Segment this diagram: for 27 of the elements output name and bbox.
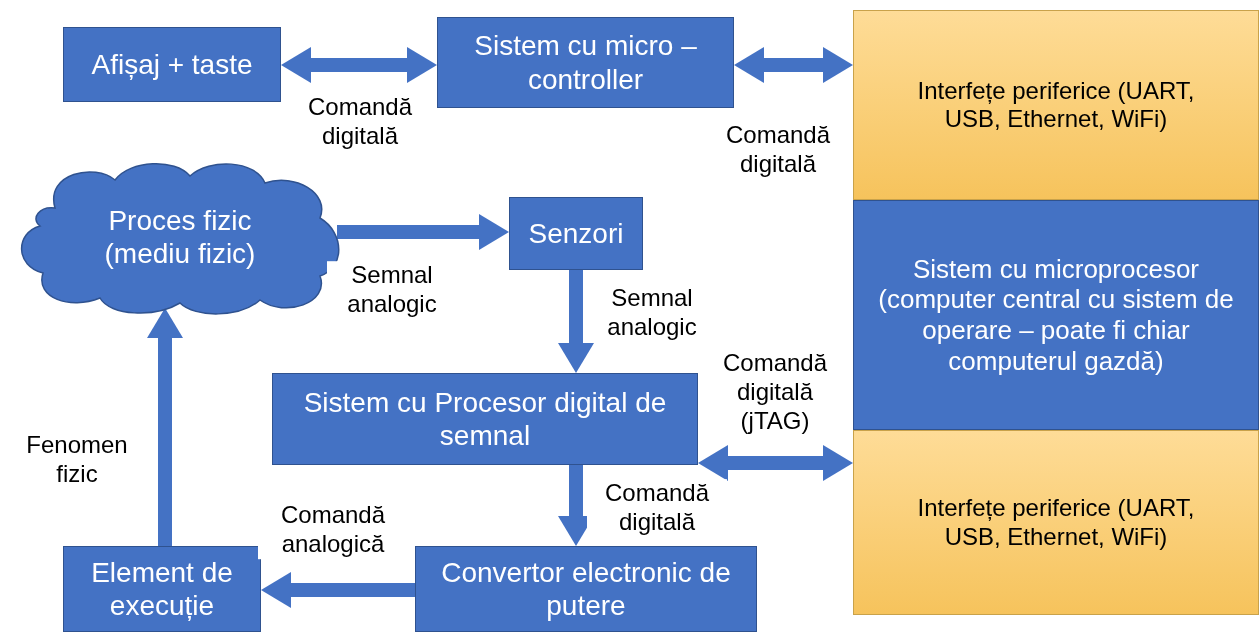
block-arrow	[698, 445, 853, 481]
process-box	[63, 546, 261, 632]
node-label: Afișaj + taste	[91, 48, 253, 81]
interface-panel	[853, 430, 1259, 615]
block-arrow	[281, 47, 437, 83]
node-label: Element de execuție	[90, 555, 234, 623]
process-box	[415, 546, 757, 632]
block-arrow	[734, 47, 853, 83]
process-box	[509, 197, 643, 270]
node-label: Senzori	[528, 217, 624, 250]
node-label: Interfețe periferice (UART, USB, Ethernet, WiFi)	[916, 494, 1196, 551]
node-label: Convertor electronic de putere	[440, 555, 732, 623]
node-label: Interfețe periferice (UART, USB, Ethernet, WiFi)	[916, 76, 1196, 134]
edge-label: Comandă digitală	[587, 479, 727, 537]
process-box	[437, 17, 734, 108]
block-arrow	[261, 572, 415, 608]
process-box	[63, 27, 281, 102]
process-box	[853, 200, 1259, 430]
block-arrow	[147, 308, 183, 546]
block-arrow	[558, 270, 594, 373]
block-arrow	[337, 214, 509, 250]
node-label: Sistem cu microprocesor (computer central cu sistem de operare – poate fi chiar computerul gazdă)	[877, 253, 1235, 377]
node-label: Sistem cu Procesor digital de semnal	[302, 385, 668, 453]
node-label: Proces fizic (mediu fizic)	[103, 203, 257, 271]
process-box	[272, 373, 698, 465]
node-label: Sistem cu micro – controller	[473, 29, 698, 96]
interface-panel	[853, 10, 1259, 200]
